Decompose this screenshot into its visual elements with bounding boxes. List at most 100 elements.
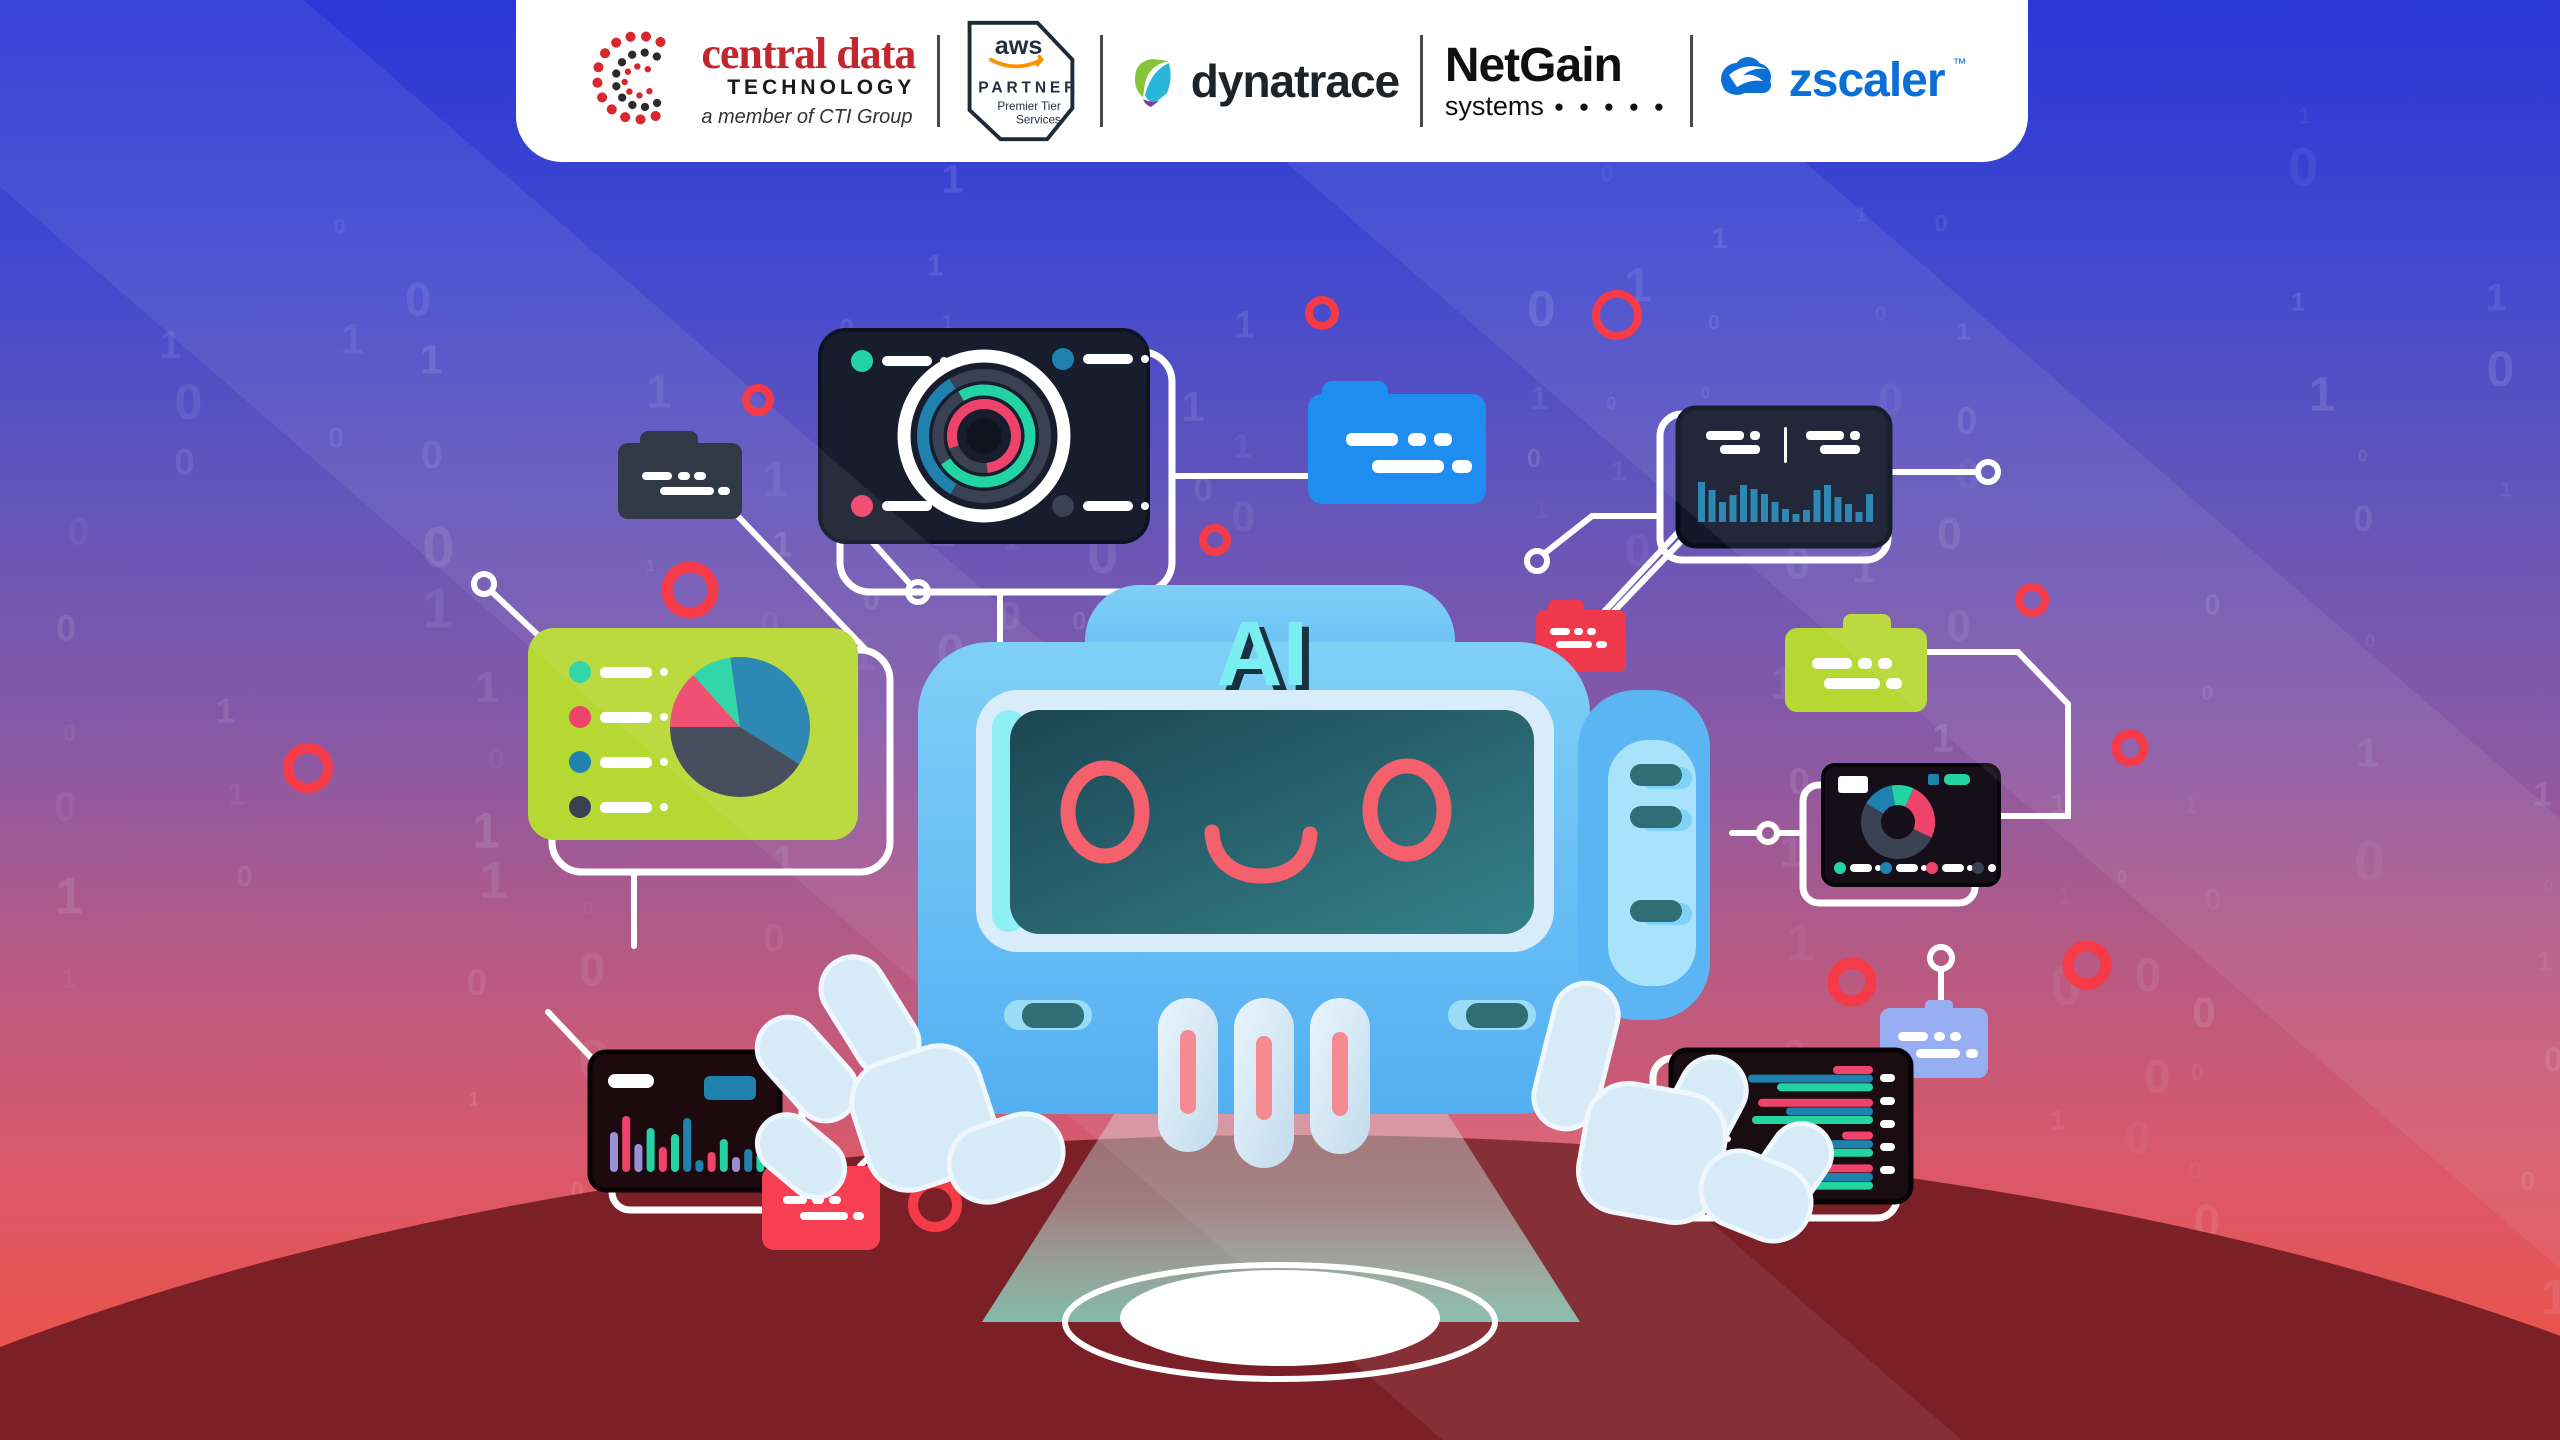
spotlight-beam xyxy=(982,1058,1580,1322)
rain-glyph: 1 xyxy=(1234,305,1255,347)
legend xyxy=(851,348,1149,517)
rain-glyph: 0 xyxy=(2544,877,2553,896)
rain-glyph: 0 xyxy=(2117,866,2127,886)
rain-glyph: 0 xyxy=(2544,1041,2560,1079)
rain-glyph: 0 xyxy=(2192,989,2216,1036)
pie-slice xyxy=(693,657,740,727)
bar xyxy=(658,1147,667,1172)
rain-glyph: 0 xyxy=(2144,1051,2170,1104)
rain-glyph: 1 xyxy=(646,366,672,418)
rain-glyph: 1 xyxy=(1611,455,1627,486)
rain-glyph: 1 xyxy=(159,323,181,367)
code-line xyxy=(1833,1066,1873,1074)
rain-glyph: 1 xyxy=(55,866,84,924)
divider xyxy=(936,35,940,127)
rain-glyph: 0 xyxy=(54,783,76,829)
rain-glyph: 0 xyxy=(68,511,89,554)
rain-glyph: 0 xyxy=(1956,401,1977,443)
rain-glyph: 0 xyxy=(2191,1059,2204,1085)
donut-slice xyxy=(1861,803,1932,859)
chin-buttons xyxy=(1004,1000,1536,1030)
netgain-logo: NetGain systems ● ● ● ● ● xyxy=(1445,42,1669,120)
rain-glyph: 0 xyxy=(2125,1111,2151,1163)
smile xyxy=(1204,824,1318,884)
rain-glyph: 0 xyxy=(583,899,593,919)
divider xyxy=(1100,35,1104,127)
rain-glyph: 0 xyxy=(422,516,454,580)
bar xyxy=(634,1144,643,1172)
rain-glyph: 0 xyxy=(1601,162,1614,188)
zscaler-icon xyxy=(1720,57,1771,95)
red-rings xyxy=(283,290,2149,1232)
rain-glyph: 0 xyxy=(1947,600,1972,651)
radial-rings-panel xyxy=(818,328,1150,544)
placeholder-text-dashes xyxy=(1898,1032,1978,1058)
rain-glyph: 1 xyxy=(341,316,365,363)
bar xyxy=(732,1157,740,1172)
aws-brand: aws xyxy=(995,32,1043,60)
rain-glyph: 1 xyxy=(2058,883,2072,910)
rain-glyph: 0 xyxy=(2353,498,2373,539)
radial-ring-arc xyxy=(947,399,1021,473)
rain-glyph: 0 xyxy=(1937,509,1962,559)
rain-glyph: 0 xyxy=(467,962,487,1003)
rain-glyph: 1 xyxy=(2541,1271,2560,1325)
robot-screen xyxy=(1010,710,1534,934)
pie-panel xyxy=(528,628,858,840)
rain-glyph: 1 xyxy=(1181,383,1204,430)
bar xyxy=(646,1128,655,1172)
rain-glyph: 0 xyxy=(2135,949,2162,1002)
bar xyxy=(1708,490,1716,522)
rain-glyph: 1 xyxy=(1712,223,1728,255)
zscaler-tm: ™ xyxy=(1952,55,1967,71)
pie-slice xyxy=(730,656,811,765)
rain-glyph: 0 xyxy=(1527,445,1541,473)
rain-glyph: 0 xyxy=(1606,393,1616,413)
rain-glyph: 0 xyxy=(2202,682,2213,705)
legend xyxy=(569,661,668,818)
rain-glyph: 1 xyxy=(215,692,234,730)
aws-partner: PARTNER xyxy=(978,80,1079,97)
cdt-tagline: a member of CTI Group xyxy=(701,105,913,128)
dynatrace-logo: dynatrace xyxy=(1125,53,1400,109)
donut-slice xyxy=(1865,785,1896,815)
rain-glyph: 0 xyxy=(2189,1157,2202,1183)
bar xyxy=(744,1149,753,1172)
code-line xyxy=(1758,1098,1873,1107)
bar xyxy=(1740,485,1747,522)
bar xyxy=(1729,495,1737,522)
rain-glyph: 0 xyxy=(334,214,346,238)
node-circle xyxy=(1756,821,1780,845)
rain-glyph: 0 xyxy=(2288,138,2318,198)
central-data-logo: central data TECHNOLOGY a member of CTI … xyxy=(577,16,916,146)
rain-glyph: 0 xyxy=(2354,829,2386,893)
rain-glyph: 0 xyxy=(1701,383,1710,402)
rain-glyph: 1 xyxy=(2050,1106,2065,1136)
margin-dashes xyxy=(1880,1074,1895,1174)
rain-glyph: 1 xyxy=(475,663,499,712)
rain-glyph: 1 xyxy=(2051,788,2066,819)
cdt-wordmark: central data xyxy=(701,28,916,78)
placeholder-text-dashes xyxy=(1706,427,1860,463)
bars-top-right-panel xyxy=(1675,405,1893,549)
left-hand xyxy=(754,954,1066,1205)
rain-glyph: 1 xyxy=(1534,496,1548,524)
rain-glyph: 1 xyxy=(2486,277,2507,319)
bottom-connectors xyxy=(1158,998,1370,1168)
rain-glyph: 0 xyxy=(56,607,76,648)
bar xyxy=(671,1134,679,1172)
donut-slice xyxy=(1891,785,1914,807)
divider xyxy=(1420,35,1424,127)
rain-glyph: 1 xyxy=(2291,288,2305,316)
rain-glyph: 1 xyxy=(1932,716,1954,760)
bar xyxy=(719,1139,728,1172)
netgain-wordmark: NetGain xyxy=(1444,39,1623,92)
rain-glyph: 1 xyxy=(228,777,245,812)
ear-buttons xyxy=(1630,764,1692,925)
folder-lime xyxy=(1785,614,1927,712)
aws-tier1: Premier Tier xyxy=(998,100,1061,113)
bars-bottom-left-panel xyxy=(587,1049,783,1193)
bar xyxy=(1792,514,1800,522)
bar xyxy=(1855,512,1863,522)
